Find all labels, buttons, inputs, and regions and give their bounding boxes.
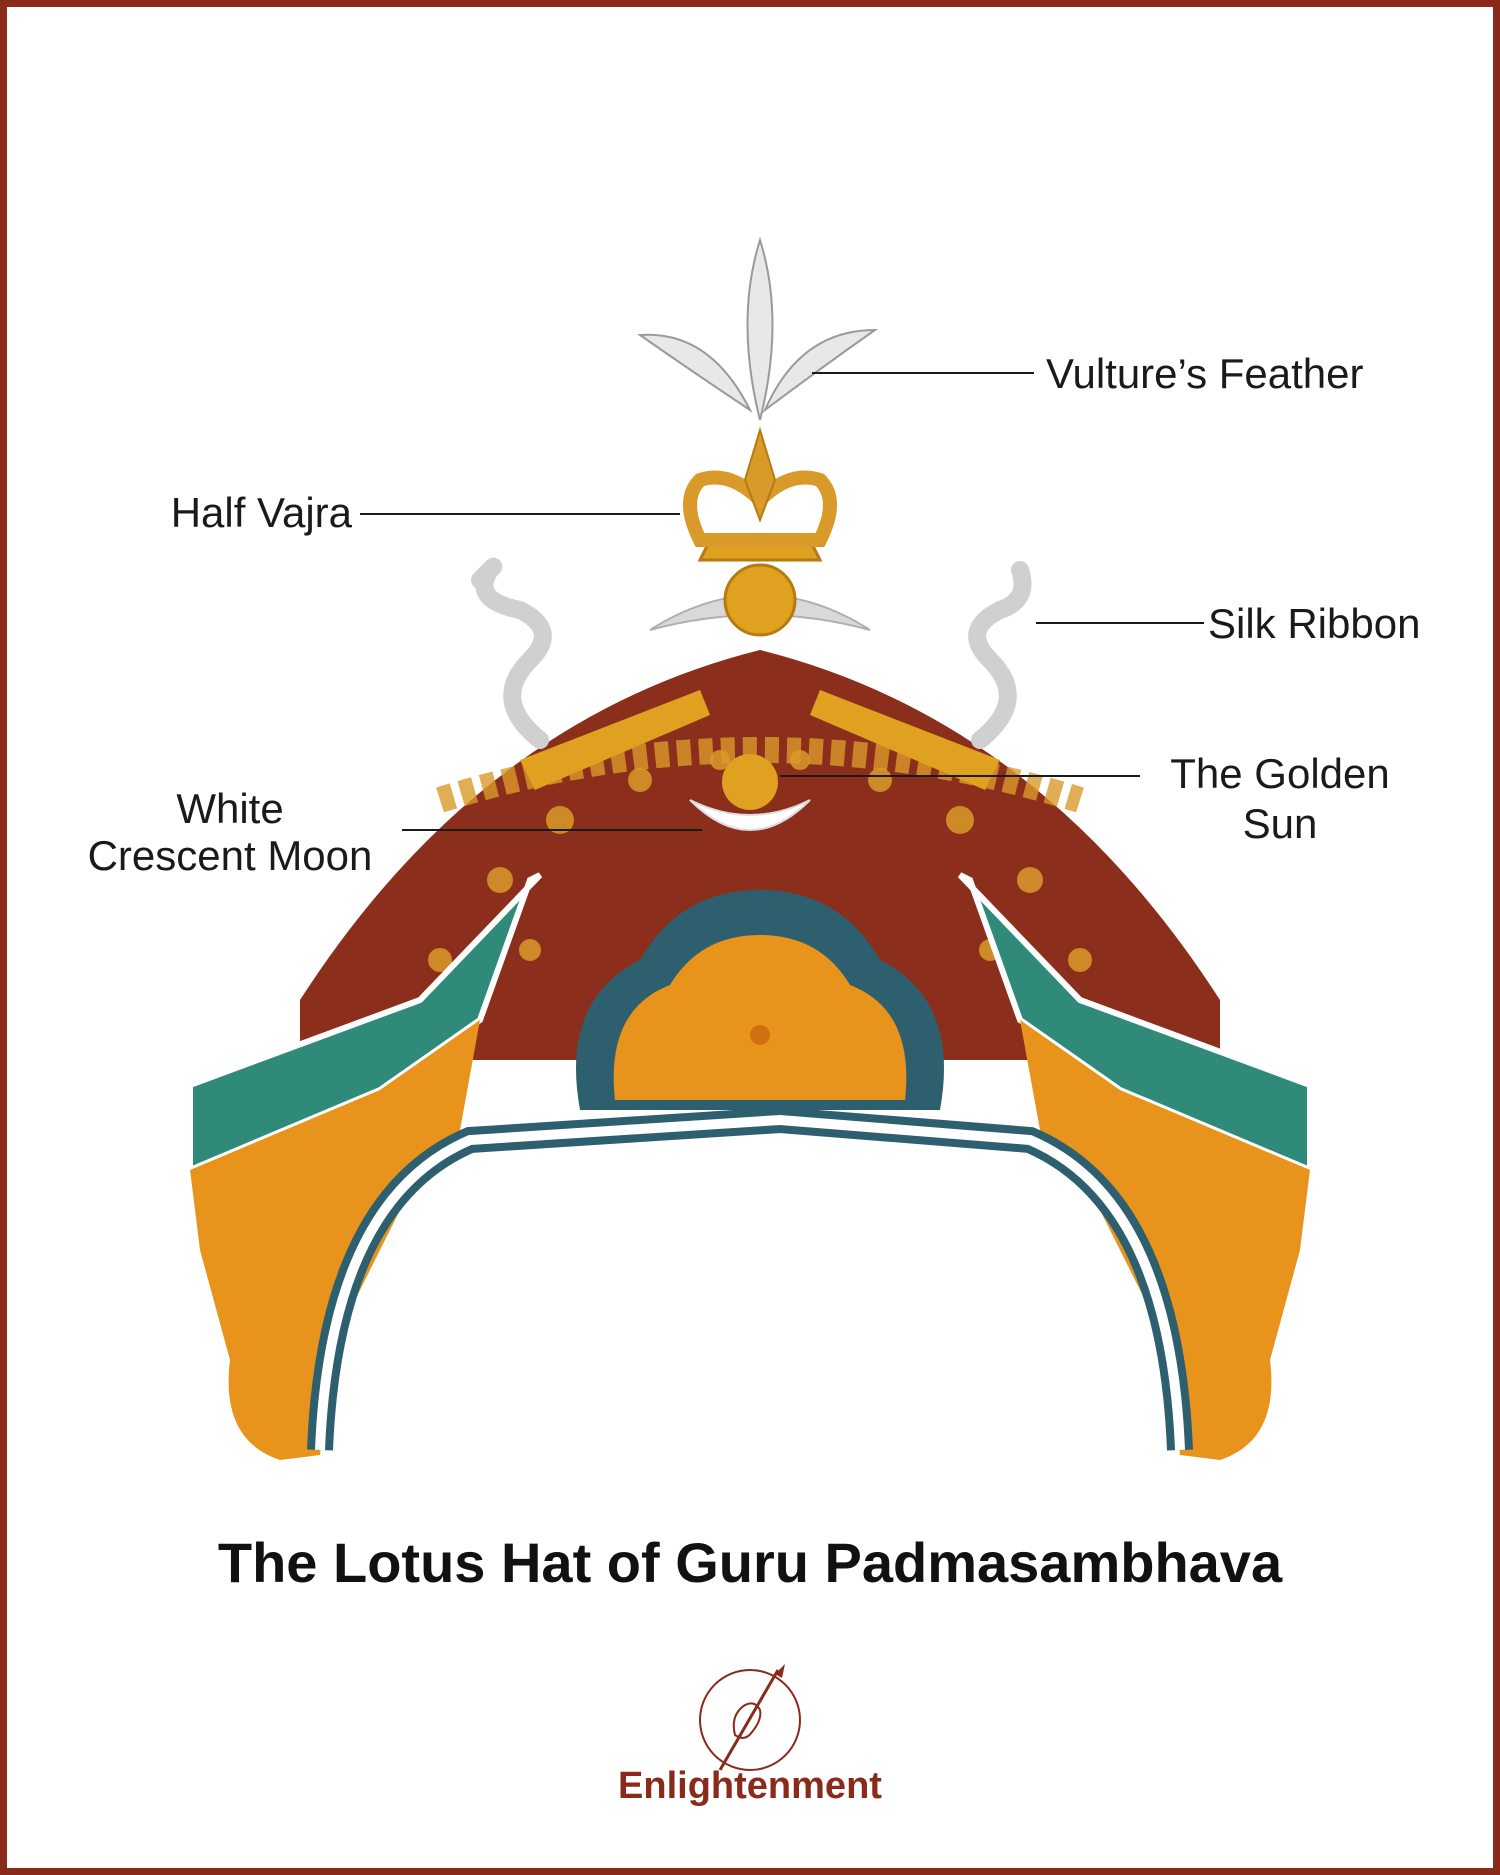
label-white-moon-line1: White — [176, 785, 284, 832]
brand-name: Enlightenment — [618, 1765, 882, 1807]
label-white-moon-line2: Crescent Moon — [87, 832, 373, 879]
left-flap-orange — [190, 1020, 480, 1460]
center-medallion-orange — [613, 935, 907, 1100]
inner-arch-white — [315, 1114, 1185, 1451]
gold-stripe-right — [810, 690, 1000, 790]
inner-arch-fill — [335, 1138, 1165, 1460]
leader-white-moon — [402, 829, 702, 831]
label-golden-sun-line2: Sun — [1242, 800, 1318, 847]
enlightenment-logo-icon — [699, 1664, 801, 1771]
label-half-vajra: Half Vajra — [170, 489, 352, 536]
vajra-tip — [743, 426, 777, 523]
feather-left — [637, 333, 753, 413]
right-flap-orange — [1020, 1020, 1310, 1460]
medallion-dot — [750, 1025, 770, 1045]
leader-silk-ribbon — [1036, 622, 1204, 624]
label-golden-sun-line1: The Golden — [1170, 750, 1390, 797]
feather-center — [746, 236, 774, 421]
right-flap-green — [957, 872, 1313, 1175]
leader-half-vajra — [360, 513, 680, 515]
left-flap-green — [187, 872, 543, 1175]
silk-ribbon-left — [471, 557, 552, 749]
golden-sun — [722, 754, 778, 810]
label-vultures-feather: Vulture’s Feather — [1046, 350, 1364, 397]
gold-stripe-left — [520, 690, 710, 790]
feather-right — [762, 328, 879, 414]
white-crescent-moon — [689, 799, 811, 831]
label-silk-ribbon: Silk Ribbon — [1208, 600, 1421, 647]
page-title: The Lotus Hat of Guru Padmasambhava — [217, 1531, 1283, 1594]
silk-ribbon-right — [968, 561, 1032, 749]
leader-vultures-feather — [812, 372, 1034, 374]
leader-golden-sun — [780, 775, 1140, 777]
vajra-base-ball — [723, 563, 797, 637]
